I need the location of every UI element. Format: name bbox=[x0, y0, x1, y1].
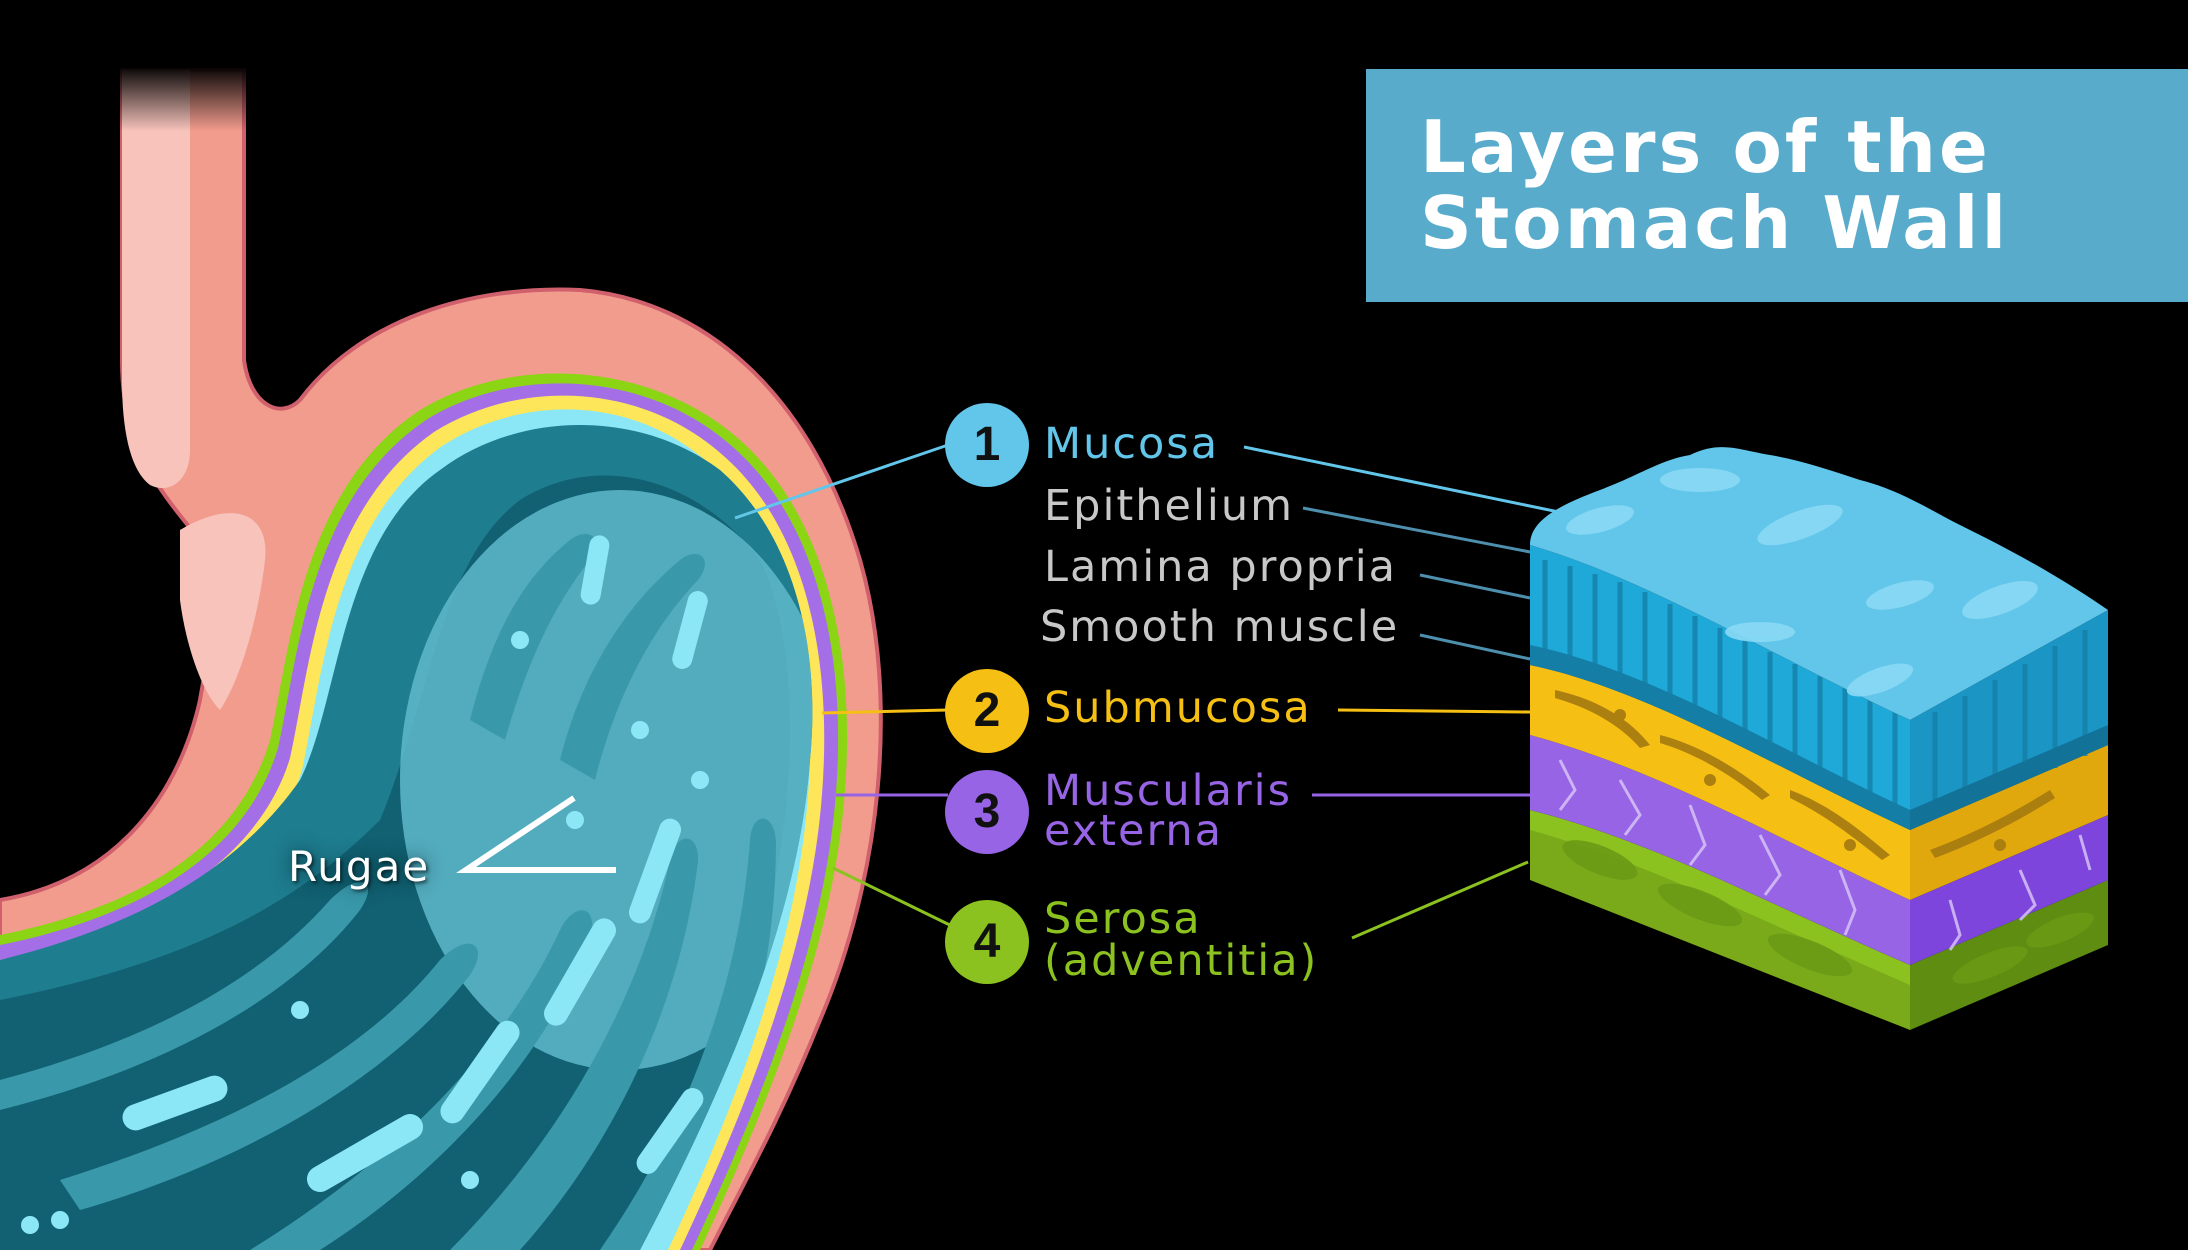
stomach-lumen bbox=[0, 425, 813, 1250]
sublayer-label-smooth-muscle: Smooth muscle bbox=[1040, 602, 1400, 652]
rugae-label: Rugae bbox=[288, 842, 431, 891]
rugae-pointer-line bbox=[456, 795, 616, 873]
leader-serosa-right bbox=[1351, 860, 1529, 940]
layer-badge-2: 2 bbox=[945, 669, 1029, 753]
layer-number-4: 4 bbox=[973, 915, 1001, 968]
page-title: Layers of the Stomach Wall bbox=[1420, 109, 2009, 261]
leader-submucosa-right bbox=[1337, 708, 1531, 714]
layer-label-muscularis-line2: externa bbox=[1044, 806, 1223, 856]
layer-badge-1: 1 bbox=[945, 403, 1029, 487]
layer-label-serosa-line1: Serosa bbox=[1044, 894, 1202, 944]
layer-label-muscularis-line1: Muscularis bbox=[1044, 766, 1292, 816]
layer-number-3: 3 bbox=[973, 785, 1001, 838]
title-line-1: Layers of the bbox=[1420, 105, 1991, 189]
block-mucosa-top bbox=[1530, 447, 2108, 720]
sublayer-label-epithelium: Epithelium bbox=[1044, 481, 1295, 531]
rugae-highlights bbox=[21, 535, 709, 1234]
layer-number-2: 2 bbox=[973, 684, 1001, 737]
layer-label-submucosa: Submucosa bbox=[1044, 683, 1312, 733]
block-muscularis-side bbox=[1910, 815, 2108, 965]
title-line-2: Stomach Wall bbox=[1420, 181, 2010, 265]
layer-label-mucosa: Mucosa bbox=[1044, 419, 1220, 469]
leader-mucosa-left bbox=[734, 443, 949, 520]
layer-label-serosa-line2: (adventitia) bbox=[1044, 936, 1319, 986]
layer-badge-4: 4 bbox=[945, 900, 1029, 984]
sublayer-label-lamina-propria: Lamina propria bbox=[1044, 542, 1398, 592]
leader-lamina-propria bbox=[1419, 573, 1531, 600]
layer-badge-3: 3 bbox=[945, 770, 1029, 854]
leader-smooth-muscle bbox=[1419, 633, 1531, 661]
esophagus-fade bbox=[110, 65, 260, 185]
rugae-folds bbox=[0, 533, 776, 1250]
leader-submucosa-left bbox=[821, 708, 949, 715]
leader-serosa-left bbox=[832, 866, 961, 932]
layer-number-1: 1 bbox=[973, 418, 1001, 471]
block-muscularis-front bbox=[1530, 735, 1910, 965]
stomach-highlight bbox=[180, 513, 266, 710]
block-mucosa-side bbox=[1910, 610, 2108, 830]
leader-epithelium bbox=[1302, 506, 1531, 554]
title-banner: Layers of the Stomach Wall bbox=[1366, 69, 2188, 302]
